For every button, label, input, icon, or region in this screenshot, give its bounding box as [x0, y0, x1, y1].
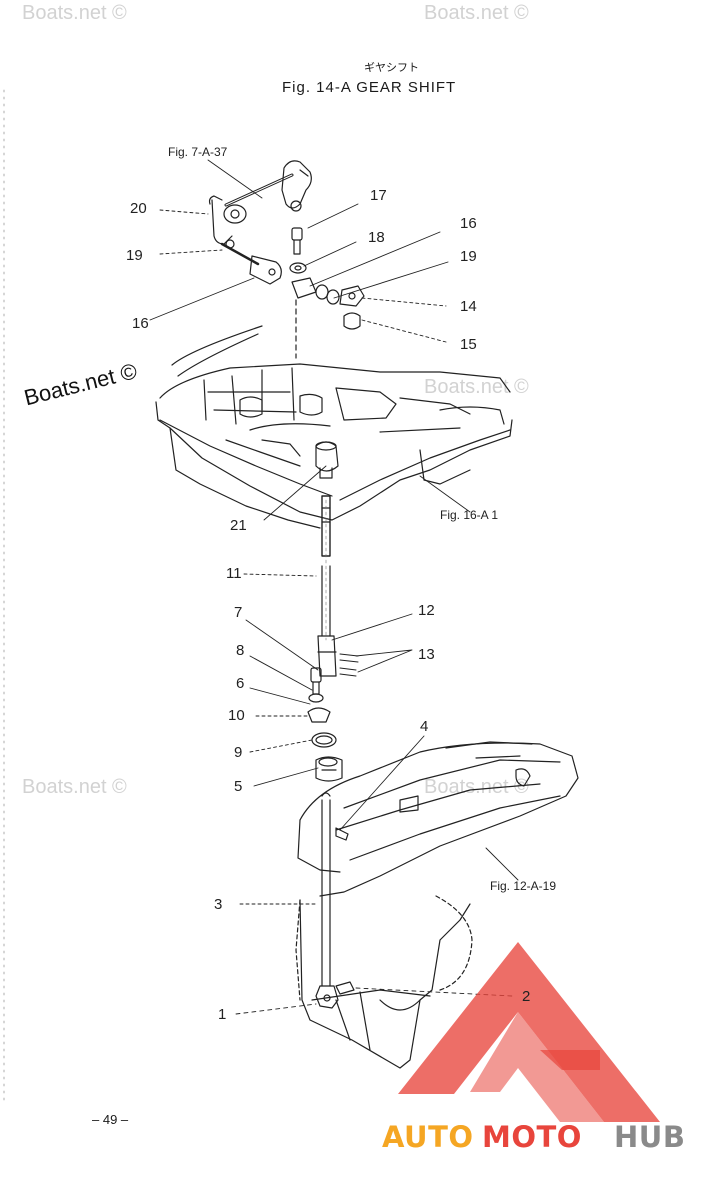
- page-number: – 49 –: [92, 1112, 129, 1127]
- callout-2: 2: [522, 988, 531, 1005]
- watermark: Boats.net ©: [22, 2, 127, 24]
- logo-mark: [398, 942, 660, 1122]
- japanese-caption: ギヤシフト: [364, 61, 419, 74]
- logo-word-moto: MOTO: [482, 1120, 582, 1154]
- callout-12: 12: [418, 602, 435, 619]
- figure-title: Fig. 14-A GEAR SHIFT: [282, 79, 457, 96]
- rod-connector: [307, 635, 359, 782]
- callout-19: 19: [126, 247, 143, 264]
- callout-6: 6: [236, 675, 245, 692]
- callout-19: 19: [460, 248, 477, 265]
- callout-3: 3: [214, 896, 223, 913]
- engine-base-housing: [155, 325, 513, 529]
- lower-gear-case: [295, 741, 579, 1069]
- callout-18: 18: [368, 229, 385, 246]
- callout-16: 16: [132, 315, 149, 332]
- logo-word-hub: HUB: [614, 1120, 686, 1154]
- callout-7: 7: [234, 604, 243, 621]
- callout-21: 21: [230, 517, 247, 534]
- figure-ref-mid: Fig. 16-A 1: [440, 508, 499, 522]
- callout-16: 16: [460, 215, 477, 232]
- callout-1: 1: [218, 1006, 227, 1023]
- watermark: Boats.net ©: [424, 2, 529, 24]
- callout-5: 5: [234, 778, 243, 795]
- figure-ref-top: Fig. 7-A-37: [168, 145, 228, 159]
- watermark: Boats.net ©: [424, 776, 529, 798]
- callout-13: 13: [418, 646, 435, 663]
- watermark: Boats.net ©: [22, 776, 127, 798]
- upper-linkage: [208, 160, 365, 359]
- callout-10: 10: [228, 707, 245, 724]
- callout-11: 11: [226, 565, 242, 582]
- callout-17: 17: [370, 187, 387, 204]
- callout-14: 14: [460, 298, 477, 315]
- callout-9: 9: [234, 744, 243, 761]
- callout-15: 15: [460, 336, 477, 353]
- logo-word-auto: AUTO: [382, 1120, 474, 1154]
- leader-lines: [149, 159, 519, 1015]
- callout-4: 4: [420, 718, 429, 735]
- figure-ref-low: Fig. 12-A-19: [490, 879, 557, 893]
- shift-rod: [321, 495, 331, 641]
- callout-20: 20: [130, 200, 147, 217]
- callout-8: 8: [236, 642, 245, 659]
